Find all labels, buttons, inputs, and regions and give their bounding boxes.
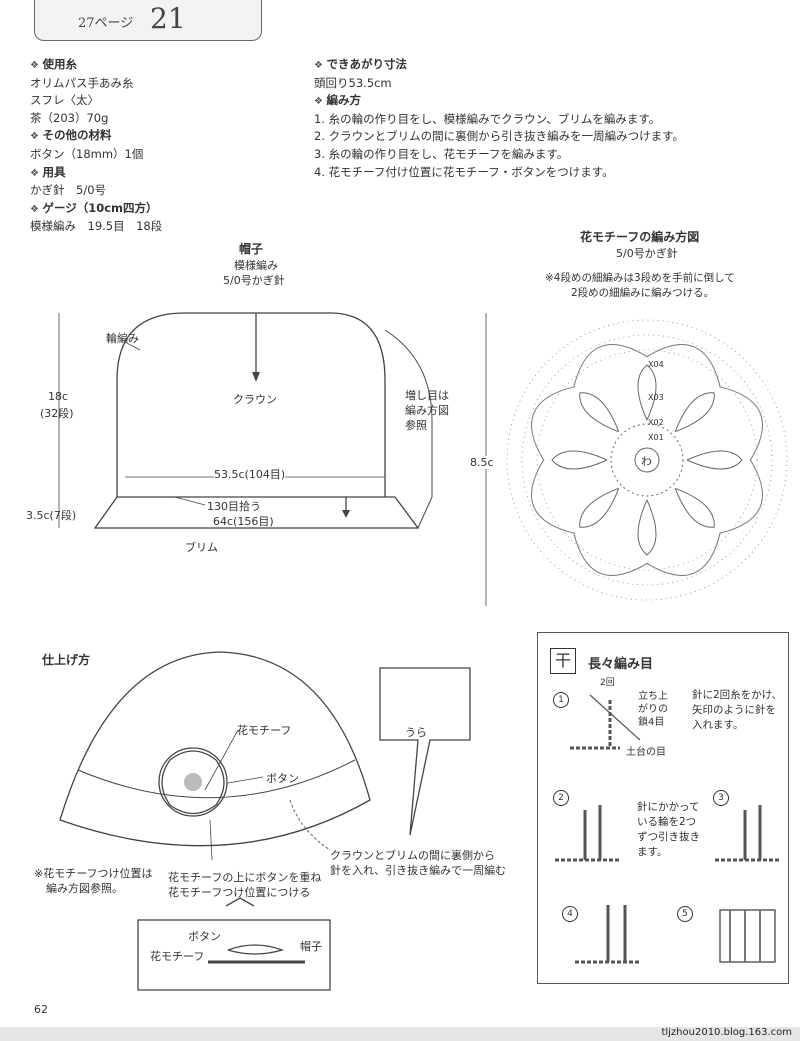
size-value: 頭回り53.5cm (314, 75, 392, 90)
seam-note-line: クラウンとブリムの間に裏側から (330, 849, 495, 862)
motif-hook: 5/0号かぎ針 (616, 247, 678, 260)
cs-flower-label: 花モチーフ (150, 950, 205, 963)
row-2-label: X02 (648, 418, 664, 427)
method-heading: 編み方 (314, 92, 684, 111)
increase-note-line: 参照 (405, 419, 427, 432)
finish-hat-outline (59, 651, 371, 847)
materials-block: 使用糸 オリムパス手あみ糸 スフレ〈太〉 茶（203）70g その他の材料 ボタ… (30, 56, 162, 236)
cs-hat-label: 帽子 (300, 940, 322, 953)
howto-title: 長々編み目 (588, 657, 654, 672)
finish-title: 仕上げ方 (42, 653, 91, 667)
turning-chain-line: 鎖4目 (638, 717, 665, 728)
step-2: 2. クラウンとブリムの間に裏側から引き抜き編みを一周編みつけます。 (314, 129, 684, 144)
turning-chain-line: 立ち上 (638, 691, 668, 702)
step2-text-line: 針にかかって (637, 801, 700, 813)
yarn-heading: 使用糸 (30, 56, 162, 75)
step1-text: 針に2回糸をかけ、 矢印のように針を 入れます。 (692, 688, 782, 733)
instructions-block: できあがり寸法 頭回り53.5cm 編み方 1. 糸の輪の作り目をし、模様編みで… (314, 56, 684, 181)
brim-label: ブリム (185, 541, 218, 554)
hat-hook: 5/0号かぎ針 (223, 274, 285, 287)
pickup-count: 130目拾う (207, 500, 261, 513)
hat-pattern: 模様編み (234, 259, 278, 272)
row-1-label: X01 (648, 433, 664, 442)
position-note-line: ※花モチーフつけ位置は (34, 867, 153, 880)
motif-note-1: ※4段めの細編みは3段めを手前に倒して (545, 272, 735, 284)
twice-label: 2回 (600, 678, 615, 688)
turning-chain-note: 立ち上 がりの 鎖4目 (638, 690, 668, 729)
gauge-heading: ゲージ（10cm四方） (30, 200, 162, 219)
seam-note-line: 針を入れ、引き抜き編みで一周編む (330, 864, 507, 877)
step-number: 4 (562, 906, 578, 922)
tools-value: かぎ針 5/0号 (30, 183, 107, 198)
step2-text: 針にかかって いる輪を2つ ずつ引き抜き ます。 (637, 800, 700, 860)
step-number: 2 (553, 790, 569, 806)
yarn-name: スフレ〈太〉 (30, 93, 99, 108)
brim-height: 3.5c(7段) (26, 509, 77, 522)
attach-note-line: 花モチーフの上にボタンを重ね (168, 871, 322, 884)
footer-bar (0, 1027, 800, 1041)
step2-text-line: いる輪を2つ (637, 816, 697, 828)
motif-title: 花モチーフの編み方図 (580, 230, 700, 244)
attach-note-line: 花モチーフつけ位置につける (168, 886, 311, 899)
row-3-label: X03 (648, 393, 664, 402)
other-value: ボタン（18mm）1個 (30, 146, 144, 161)
step2-text-line: ます。 (637, 846, 668, 858)
step1-text-line: 矢印のように針を (692, 704, 776, 716)
step1-text-line: 針に2回糸をかけ、 (692, 689, 783, 701)
yarn-color: 茶（203）70g (30, 110, 109, 125)
turning-chain-line: がりの (638, 704, 668, 715)
attach-note: 花モチーフの上にボタンを重ね 花モチーフつけ位置につける (168, 870, 321, 900)
position-note-line: 編み方図参照。 (46, 882, 123, 895)
increase-note: 増し目は 編み方図 参照 (405, 388, 449, 433)
crown-label: クラウン (233, 393, 277, 406)
stitch-howto-panel (537, 632, 789, 984)
reverse-side-label: うら (405, 726, 427, 739)
crown-height: 18c (48, 390, 69, 403)
footer-url: tljzhou2010.blog.163.com (661, 1027, 792, 1038)
increase-note-line: 編み方図 (405, 404, 449, 417)
step1-text-line: 入れます。 (692, 719, 744, 731)
other-heading: その他の材料 (30, 127, 162, 146)
base-stitch-label: 土台の目 (626, 747, 666, 758)
motif-height: 8.5c (470, 456, 494, 469)
step-4: 4. 花モチーフ付け位置に花モチーフ・ボタンをつけます。 (314, 164, 614, 179)
crown-width: 53.5c(104目) (214, 466, 286, 482)
increase-note-line: 増し目は (405, 389, 449, 402)
crown-outline (116, 312, 386, 497)
magic-ring-label: わ (641, 455, 652, 468)
page-number: 21 (150, 2, 186, 35)
position-note: ※花モチーフつけ位置は 編み方図参照。 (34, 866, 153, 896)
hat-title: 帽子 (239, 242, 264, 256)
header-tab (34, 0, 262, 41)
step-3: 3. 糸の輪の作り目をし、花モチーフを編みます。 (314, 146, 569, 161)
size-heading: できあがり寸法 (314, 56, 684, 75)
step2-text-line: ずつ引き抜き (637, 831, 700, 843)
button-label: ボタン (266, 772, 299, 785)
step-number: 1 (553, 692, 569, 708)
flower-label: 花モチーフ (237, 724, 292, 737)
tools-heading: 用具 (30, 164, 162, 183)
brim-width: 64c(156目) (213, 515, 274, 528)
rim-label: 輪編み (106, 332, 139, 345)
footer-page-number: 62 (34, 1003, 48, 1016)
treble-crochet-symbol-icon: 干 (550, 648, 576, 674)
step-number: 3 (713, 790, 729, 806)
step-number: 5 (677, 906, 693, 922)
row-4-label: X04 (648, 360, 664, 369)
inner-petals (551, 364, 743, 556)
reference-page: 27ページ (78, 16, 134, 31)
cs-button-label: ボタン (188, 930, 221, 943)
gauge-value: 模様編み 19.5目 18段 (30, 219, 163, 234)
motif-note-2: 2段めの細編みに編みつける。 (571, 287, 715, 299)
step-1: 1. 糸の輪の作り目をし、模様編みでクラウン、ブリムを編みます。 (314, 111, 661, 126)
yarn-brand: オリムパス手あみ糸 (30, 75, 134, 90)
seam-note: クラウンとブリムの間に裏側から 針を入れ、引き抜き編みで一周編む (330, 848, 506, 878)
crown-rows: (32段) (40, 407, 74, 420)
